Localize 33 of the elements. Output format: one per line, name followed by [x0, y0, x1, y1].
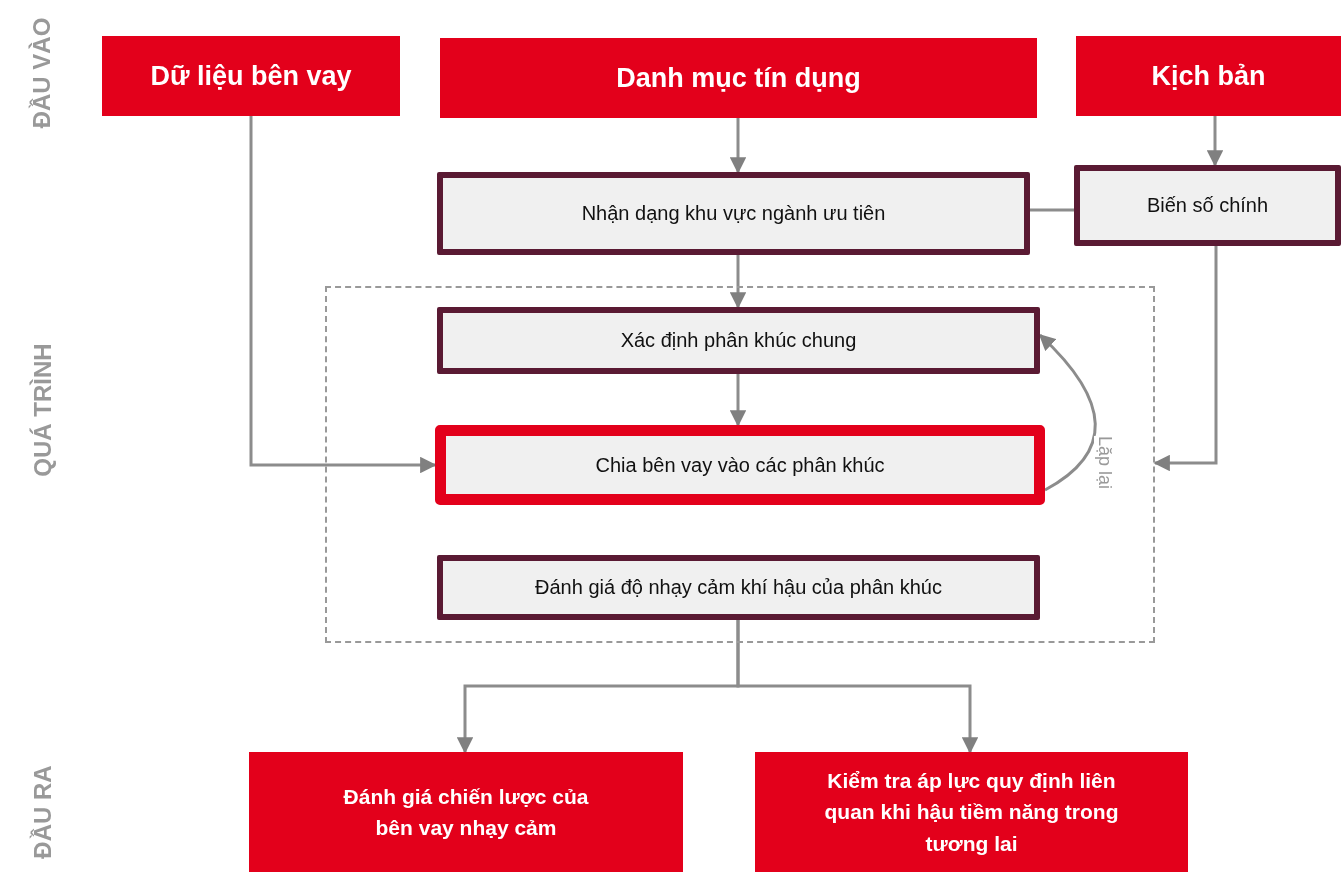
node-text: Nhận dạng khu vực ngành ưu tiên — [581, 202, 886, 225]
node-text: Chia bên vay vào các phân khúc — [595, 453, 885, 477]
connector-line — [1030, 208, 1074, 212]
node-text: Đánh giá chiến lược của bên vay nhạy cảm — [342, 783, 590, 841]
input-box — [1076, 36, 1341, 116]
node-text: Kịch bản — [1151, 60, 1266, 92]
arrow — [736, 620, 979, 754]
section-label: ĐẦU VÀO — [27, 17, 56, 129]
dashed-group-box — [325, 286, 1155, 643]
process-box — [1074, 165, 1341, 246]
arrow — [729, 118, 747, 174]
output-box — [755, 752, 1188, 872]
arrow — [249, 116, 437, 474]
highlighted-process-box — [435, 425, 1045, 505]
arrow — [729, 374, 747, 427]
input-box — [440, 38, 1037, 118]
process-box — [437, 555, 1040, 620]
section-label: QUÁ TRÌNH — [28, 343, 57, 477]
arrow — [1206, 116, 1224, 167]
node-text: Kiểm tra áp lực quy định liên quan khi hậu tiềm năng trong tương lai — [823, 767, 1120, 857]
node-text: Danh mục tín dụng — [616, 62, 861, 94]
process-box — [437, 307, 1040, 374]
output-box — [249, 752, 683, 872]
process-box — [437, 172, 1030, 255]
input-box — [102, 36, 400, 116]
node-text: Dữ liệu bên vay — [150, 60, 352, 92]
arrow — [729, 255, 747, 309]
node-text: Biến số chính — [1146, 194, 1269, 217]
node-text: Đánh giá độ nhạy cảm khí hậu của phân khúc — [535, 576, 942, 599]
arrow — [1153, 246, 1218, 472]
node-text: Xác định phân khúc chung — [620, 329, 857, 352]
edge-label: Lặp lại — [1094, 436, 1115, 489]
section-label: ĐẦU RA — [28, 765, 57, 859]
